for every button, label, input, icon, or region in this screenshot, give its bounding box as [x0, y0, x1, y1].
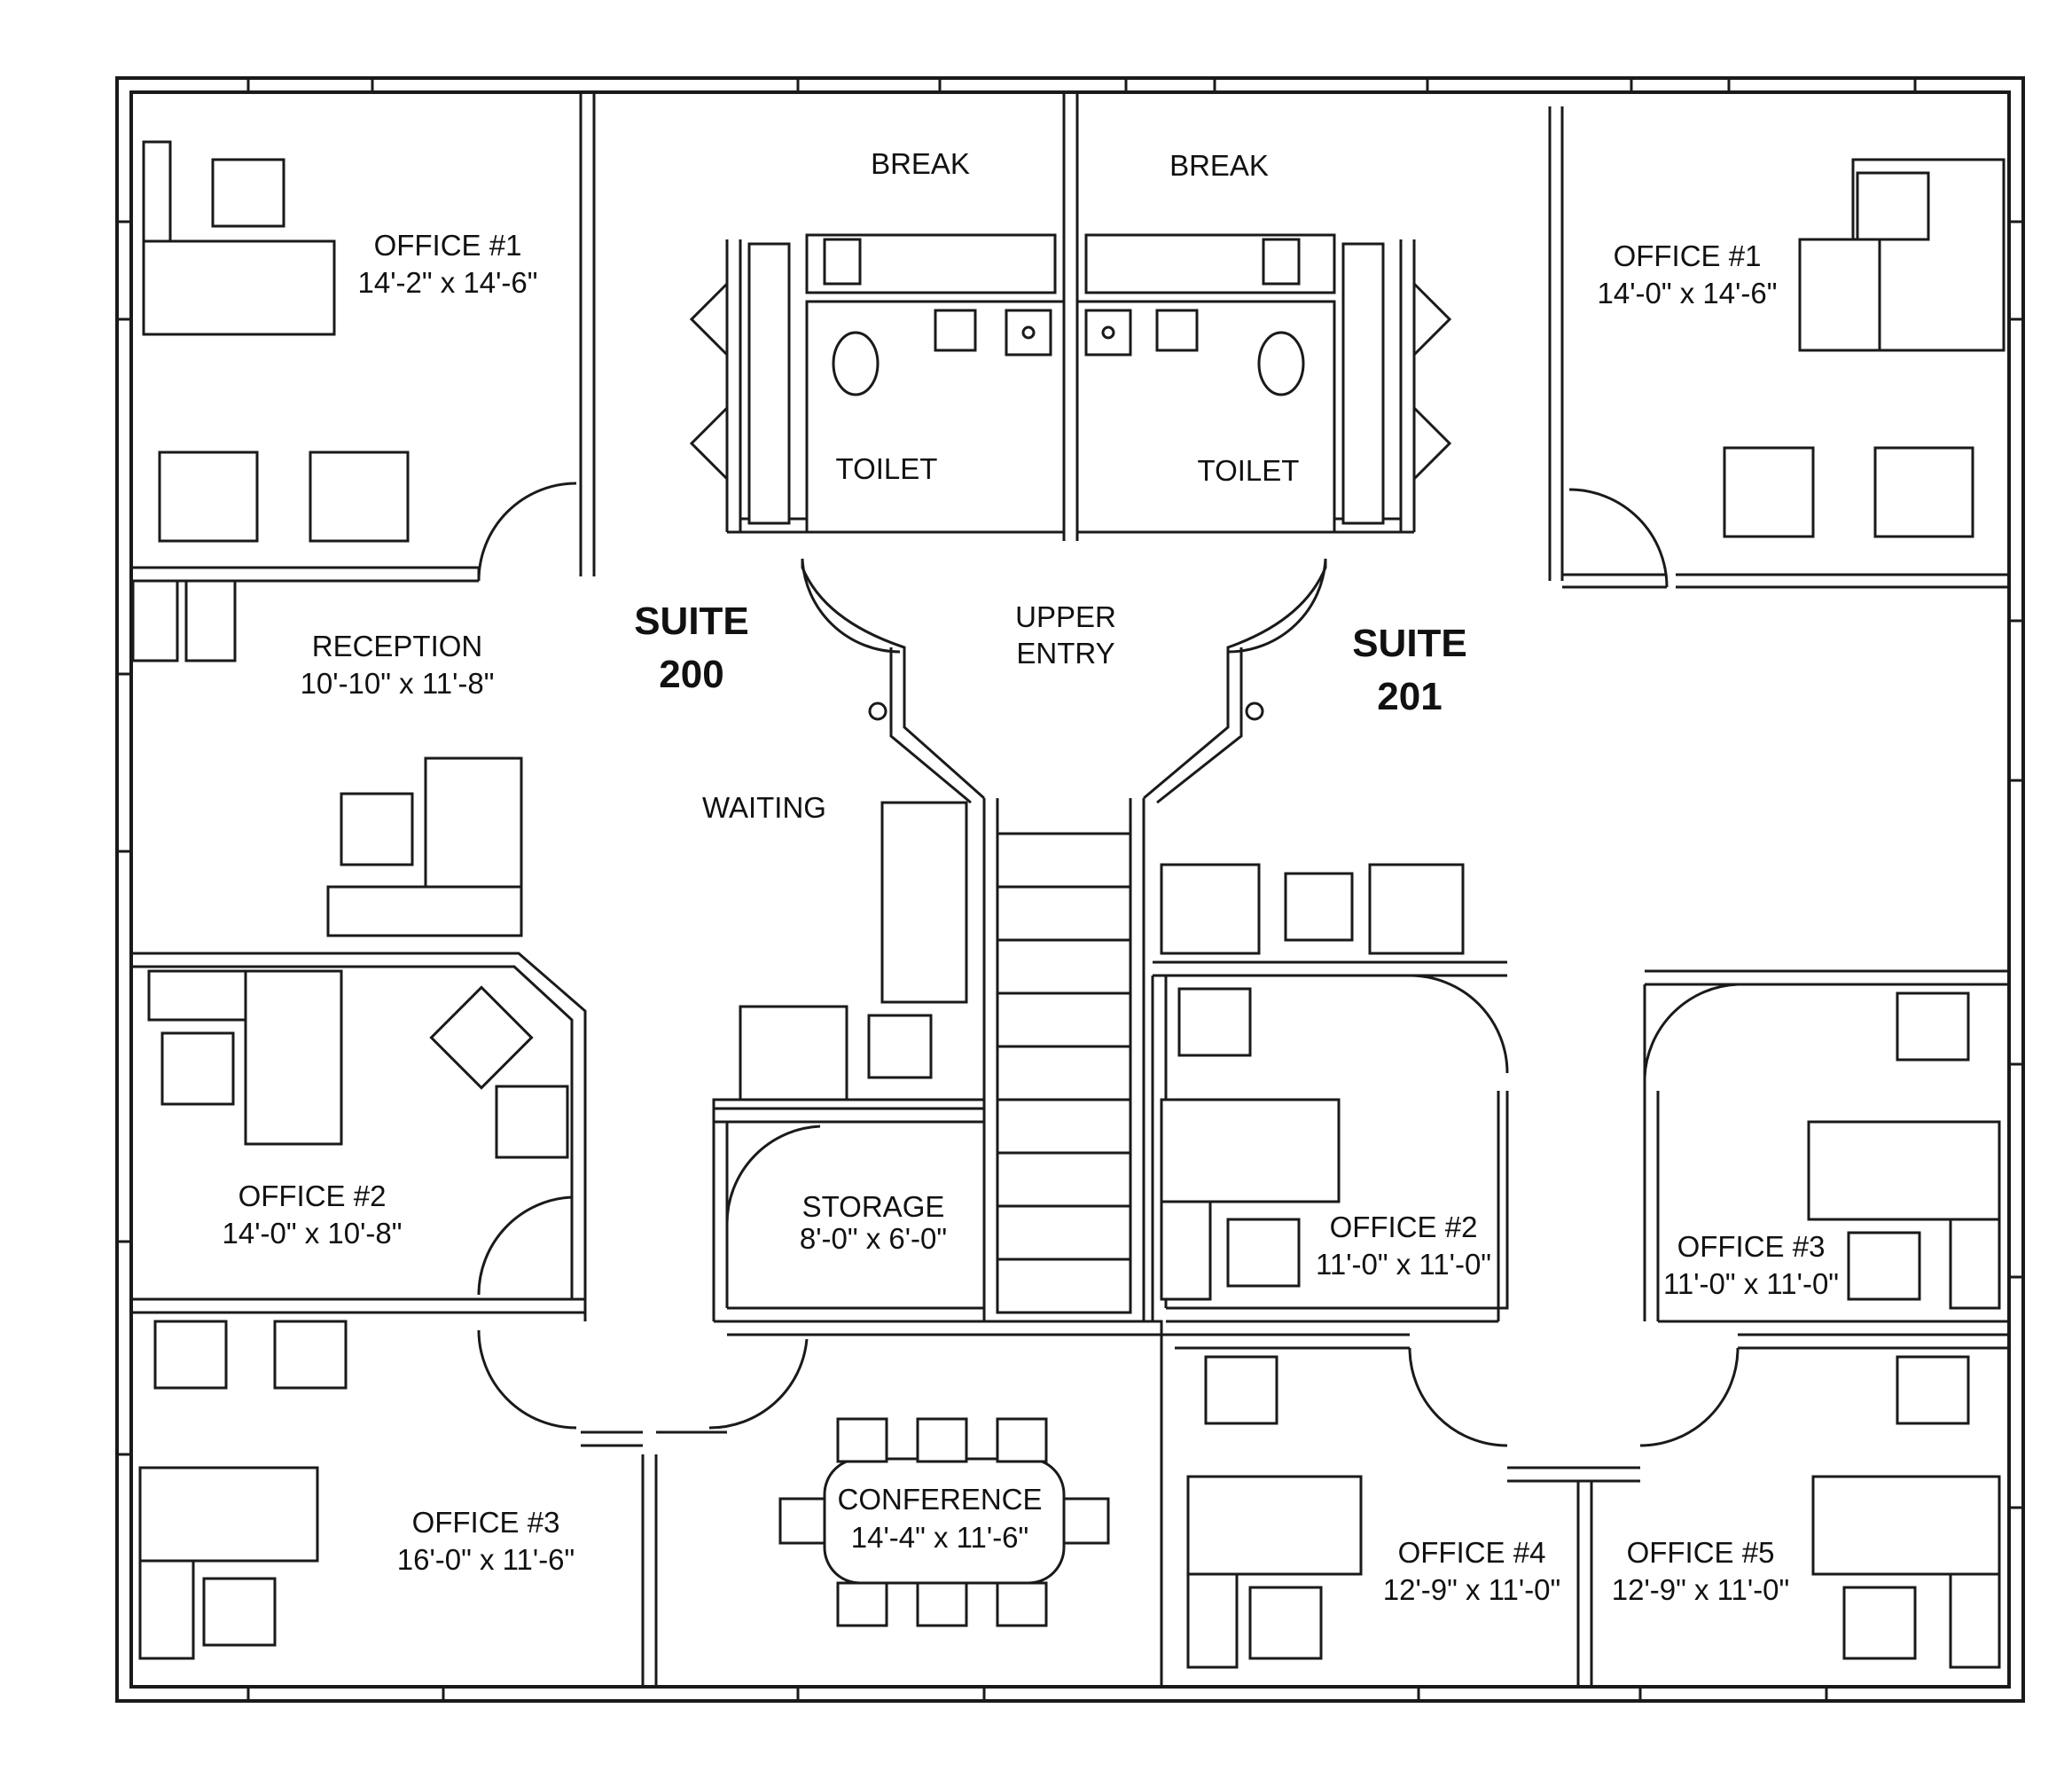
upper-entry-label-1: UPPER [1015, 600, 1116, 633]
toilet-right-label: TOILET [1198, 454, 1300, 487]
s201-office3-name: OFFICE #3 [1677, 1230, 1826, 1263]
s201-office4-size: 12'-9" x 11'-0" [1383, 1573, 1561, 1606]
s201-office5-name: OFFICE #5 [1627, 1536, 1775, 1569]
conference-name: CONFERENCE [837, 1483, 1042, 1516]
break-left-label: BREAK [871, 147, 970, 180]
s200-office2-name: OFFICE #2 [238, 1179, 387, 1212]
suite-201-label-2: 201 [1377, 675, 1442, 718]
waiting-name: WAITING [702, 791, 826, 824]
s200-office3-size: 16'-0" x 11'-6" [397, 1543, 575, 1576]
suite-201-label-1: SUITE [1352, 622, 1467, 665]
exterior-walls [115, 76, 2025, 1703]
s200-office1-name: OFFICE #1 [374, 229, 522, 262]
storage-size: 8'-0" x 6'-0" [800, 1222, 947, 1255]
interior-walls [131, 92, 2009, 1687]
s201-office2-name: OFFICE #2 [1330, 1211, 1478, 1243]
s200-office1-size: 14'-2" x 14'-6" [358, 266, 538, 299]
suite-200-label-2: 200 [659, 653, 723, 696]
s201-office5-size: 12'-9" x 11'-0" [1612, 1573, 1790, 1606]
break-toilet-fixtures [689, 233, 1452, 721]
furniture [131, 140, 2006, 1669]
stairs [996, 832, 1132, 1314]
s200-office2-size: 14'-0" x 10'-8" [223, 1217, 403, 1250]
conference-size: 14'-4" x 11'-6" [851, 1521, 1029, 1554]
s201-office2-size: 11'-0" x 11'-0" [1316, 1248, 1491, 1281]
s201-office4-name: OFFICE #4 [1398, 1536, 1546, 1569]
upper-entry-label-2: ENTRY [1016, 637, 1114, 670]
s200-office3-name: OFFICE #3 [412, 1506, 560, 1539]
s201-office3-size: 11'-0" x 11'-0" [1663, 1267, 1839, 1300]
reception-size: 10'-10" x 11'-8" [301, 667, 495, 700]
suite-200-label-1: SUITE [634, 599, 749, 643]
s201-office1-size: 14'-0" x 14'-6" [1598, 277, 1778, 310]
s201-office1-name: OFFICE #1 [1614, 239, 1762, 272]
reception-name: RECEPTION [312, 630, 483, 662]
toilet-left-label: TOILET [836, 452, 938, 485]
room-labels: BREAK BREAK TOILET TOILET UPPER ENTRY SU… [223, 147, 1840, 1606]
break-right-label: BREAK [1169, 149, 1269, 182]
storage-name: STORAGE [802, 1190, 945, 1223]
